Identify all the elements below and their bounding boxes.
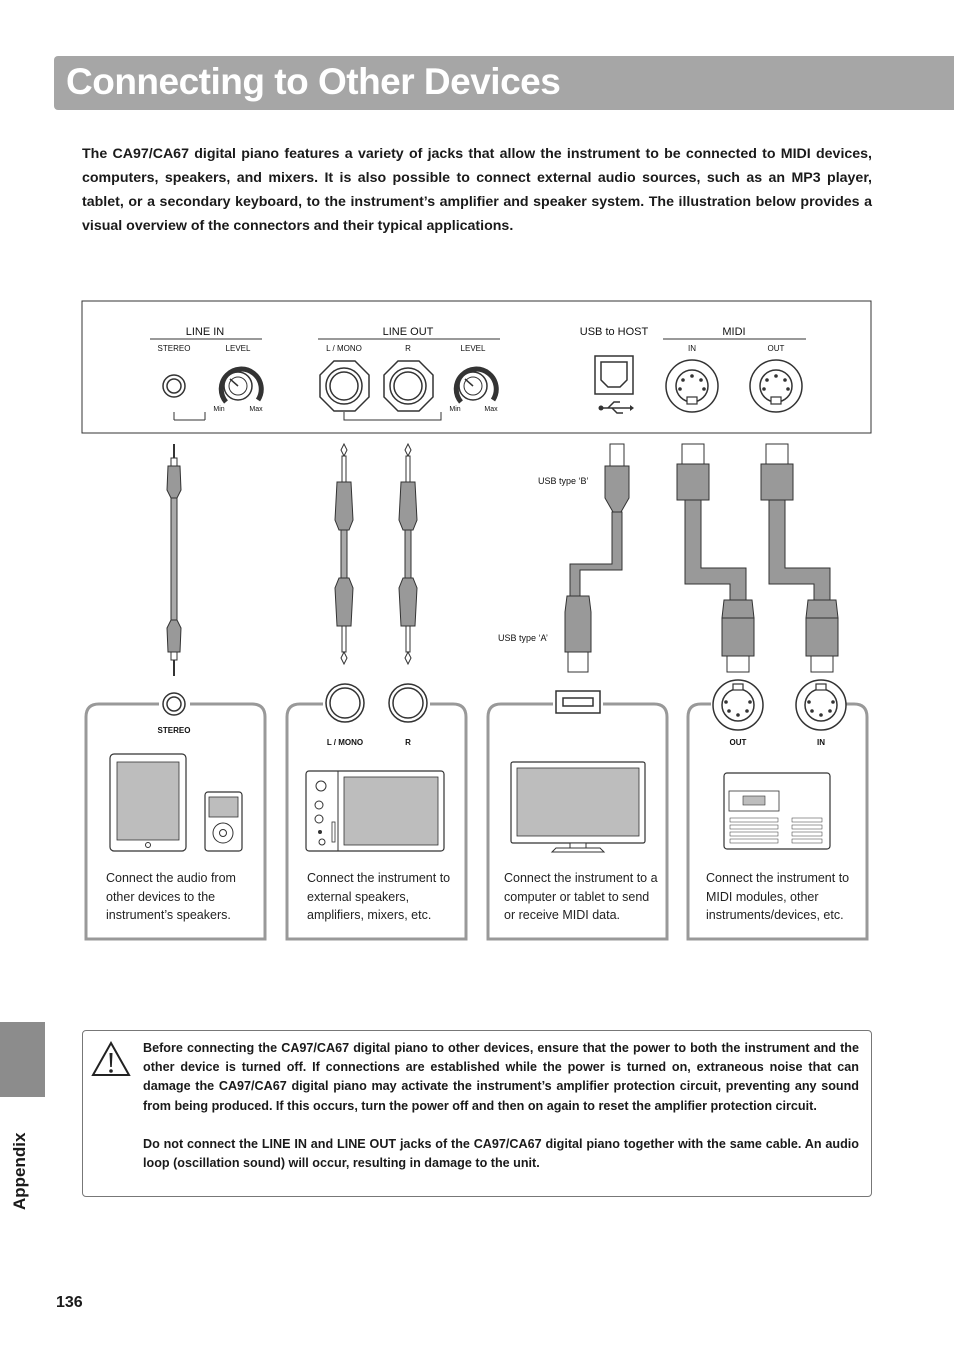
device-r-jack	[388, 683, 428, 723]
line-out-title: LINE OUT	[383, 326, 434, 338]
usb-type-b-label: USB type ‘B’	[538, 476, 589, 486]
line-out-r-label: R	[405, 344, 411, 353]
usb-title: USB to HOST	[580, 326, 649, 338]
line-in-max-label: Max	[249, 406, 263, 413]
mixer-icon	[305, 770, 445, 852]
line-in-stereo-jack	[162, 374, 186, 398]
section-tab	[0, 1022, 45, 1097]
caption-speakers: Connect the instrument to external speak…	[307, 871, 451, 922]
device-midi-out-port	[712, 679, 764, 731]
device-stereo-jack	[162, 692, 186, 716]
device-box-computer	[486, 702, 669, 941]
line-out-lmono-jack	[319, 360, 370, 412]
midi-out-port	[749, 359, 803, 413]
warning-box: Before connecting the CA97/CA67 digital …	[82, 1030, 872, 1197]
intro-paragraph: The CA97/CA67 digital piano features a v…	[82, 146, 872, 234]
device-box-speakers	[285, 702, 468, 941]
section-label: Appendix	[10, 1132, 29, 1210]
usb-icon	[598, 401, 634, 414]
line-in-level-knob[interactable]	[218, 366, 264, 404]
device-midi-in-label: IN	[817, 738, 825, 747]
usb-b-port	[594, 355, 634, 395]
device-r-label: R	[405, 738, 411, 747]
device-lmono-jack	[325, 683, 365, 723]
midi-out-label: OUT	[768, 344, 785, 353]
line-out-r-cable	[398, 442, 418, 666]
stereo-mini-cable	[166, 444, 182, 676]
mp3-player-icon	[204, 791, 243, 852]
warning-text: Before connecting the CA97/CA67 digital …	[143, 1039, 859, 1192]
device-midi-in-port	[795, 679, 847, 731]
device-lmono-label: L / MONO	[327, 738, 363, 747]
device-box-midi	[686, 702, 869, 941]
line-out-level-label: LEVEL	[461, 344, 486, 353]
caption-audio-source: Connect the audio from other devices to …	[106, 871, 236, 922]
line-out-min-label: Min	[449, 406, 460, 413]
line-out-level-knob[interactable]	[453, 366, 499, 404]
midi-in-port	[665, 359, 719, 413]
line-in-min-label: Min	[213, 406, 224, 413]
midi-title: MIDI	[722, 326, 745, 338]
page-title: Connecting to Other Devices	[66, 61, 561, 102]
page-number: 136	[56, 1294, 83, 1311]
device-box-audio-source	[84, 702, 267, 941]
title-bar: Connecting to Other Devices	[54, 56, 954, 110]
warning-paragraph-power: Before connecting the CA97/CA67 digital …	[143, 1041, 859, 1113]
midi-out-cable	[760, 443, 839, 673]
device-stereo-label: STEREO	[158, 726, 191, 735]
warning-paragraph-loop: Do not connect the LINE IN and LINE OUT …	[143, 1136, 859, 1171]
tablet-icon	[109, 753, 187, 852]
midi-in-cable	[676, 443, 755, 673]
usb-cable	[564, 443, 630, 673]
warning-icon	[91, 1041, 131, 1076]
line-out-r-jack	[383, 360, 434, 412]
device-usb-a-port	[555, 690, 601, 714]
midi-module-icon	[723, 772, 831, 850]
line-in-level-label: LEVEL	[226, 344, 251, 353]
line-out-lmono-label: L / MONO	[326, 344, 362, 353]
caption-computer: Connect the instrument to a computer or …	[504, 871, 658, 922]
midi-in-label: IN	[688, 344, 696, 353]
monitor-icon	[510, 761, 646, 853]
line-out-max-label: Max	[484, 406, 498, 413]
line-out-lmono-cable	[334, 442, 354, 666]
connection-diagram: LINE IN STEREO LEVEL Min Max LINE OUT L …	[81, 300, 872, 941]
line-in-stereo-label: STEREO	[158, 344, 191, 353]
device-midi-out-label: OUT	[730, 738, 747, 747]
caption-midi: Connect the instrument to MIDI modules, …	[706, 871, 850, 922]
usb-type-a-label: USB type ‘A’	[498, 633, 548, 643]
line-in-title: LINE IN	[186, 326, 225, 338]
